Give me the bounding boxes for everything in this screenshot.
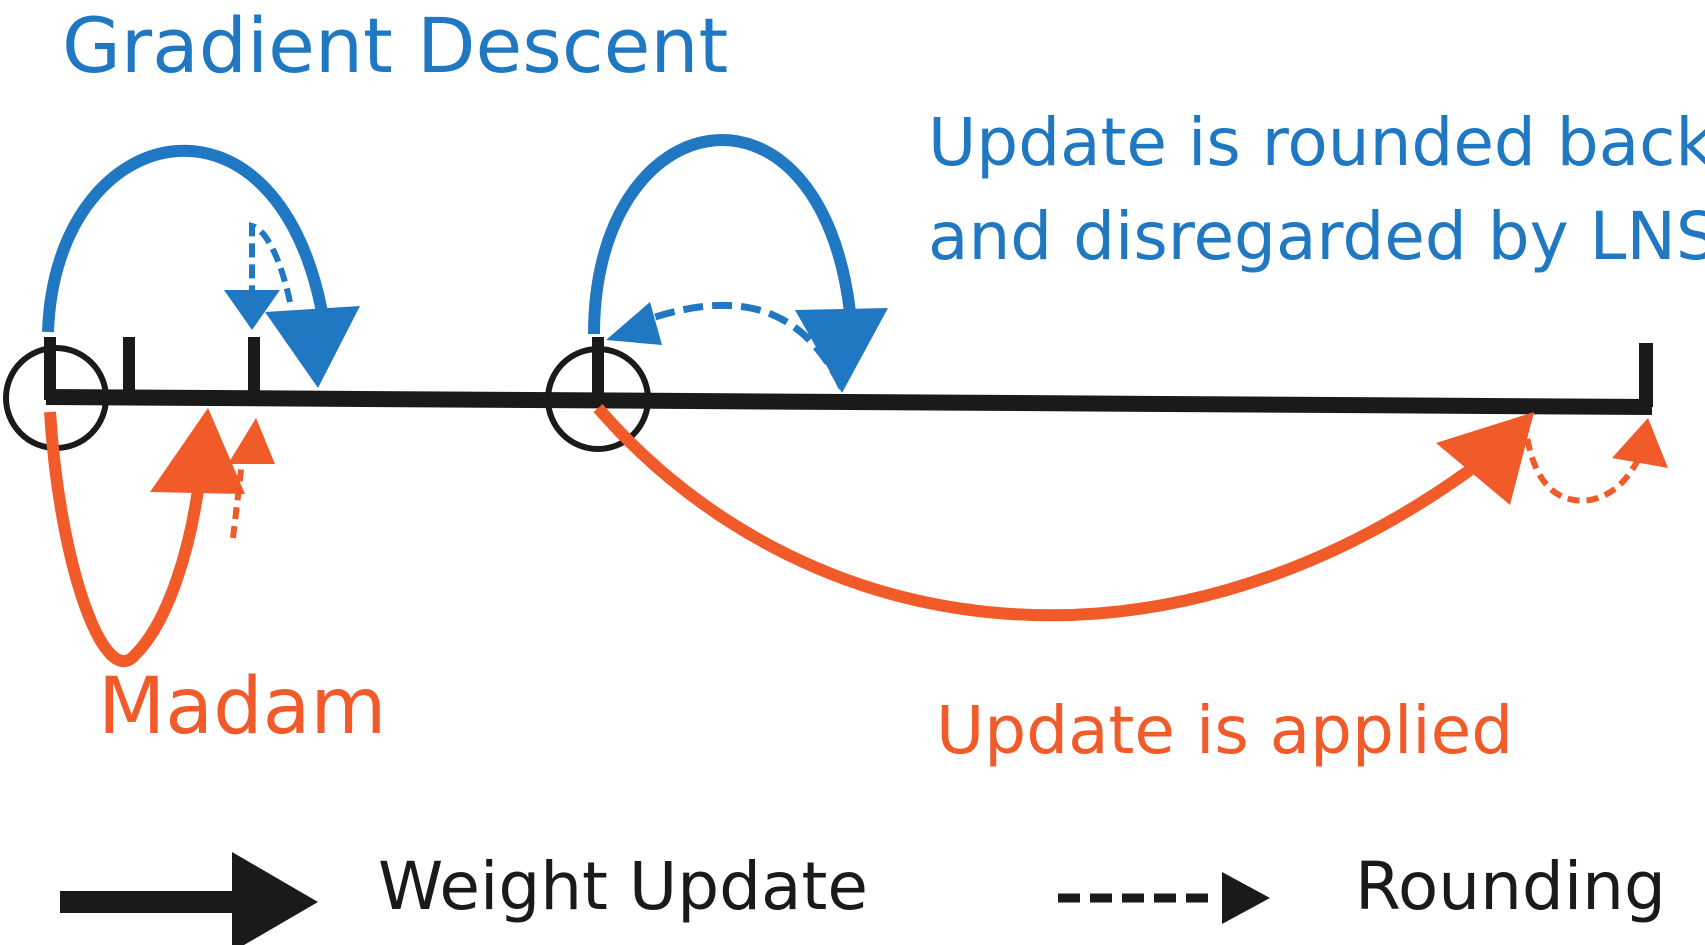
- madam-note: Update is applied: [936, 692, 1514, 769]
- number-line: [3, 337, 1653, 452]
- madam-rounding-arrowhead-left: [228, 418, 275, 464]
- gd-arrowhead-middle: [795, 308, 888, 393]
- legend-dashed-arrowhead: [1222, 872, 1270, 924]
- start-circle-middle: [545, 346, 651, 452]
- madam-title: Madam: [98, 662, 387, 752]
- legend-solid-arrowhead: [232, 852, 318, 945]
- gd-arrowhead-left: [265, 306, 360, 388]
- madam-updates: [44, 404, 1668, 667]
- legend-weight-update-label: Weight Update: [378, 848, 868, 925]
- gradient-descent-note-line1: Update is rounded back: [928, 104, 1705, 181]
- gd-rounding-arrowhead-left: [224, 290, 280, 330]
- gd-rounding-arc-middle: [638, 301, 846, 390]
- legend: [60, 852, 1270, 945]
- gd-rounding-arc-left: [249, 222, 293, 303]
- madam-rounding-arc-right: [1522, 419, 1641, 504]
- madam-rounding-arrowhead-right: [1612, 418, 1668, 468]
- madam-weight-update-loop-left: [44, 411, 204, 667]
- axis-line: [45, 389, 1653, 415]
- madam-arrowhead-right: [1436, 412, 1534, 505]
- gradient-descent-updates: [42, 134, 888, 393]
- gd-rounding-arrowhead-middle: [606, 302, 662, 345]
- legend-rounding-label: Rounding: [1355, 848, 1666, 925]
- gradient-descent-note-line2: and disregarded by LNS: [928, 198, 1705, 275]
- gradient-descent-note: Update is rounded back and disregarded b…: [928, 96, 1705, 284]
- gradient-descent-title: Gradient Descent: [62, 1, 729, 90]
- madam-rounding-arc-left: [230, 461, 245, 539]
- madam-weight-update-arc-right: [593, 404, 1474, 622]
- gd-weight-update-arc-left: [42, 144, 328, 333]
- madam-arrowhead-left: [150, 408, 245, 494]
- gd-weight-update-arc-middle: [588, 134, 856, 335]
